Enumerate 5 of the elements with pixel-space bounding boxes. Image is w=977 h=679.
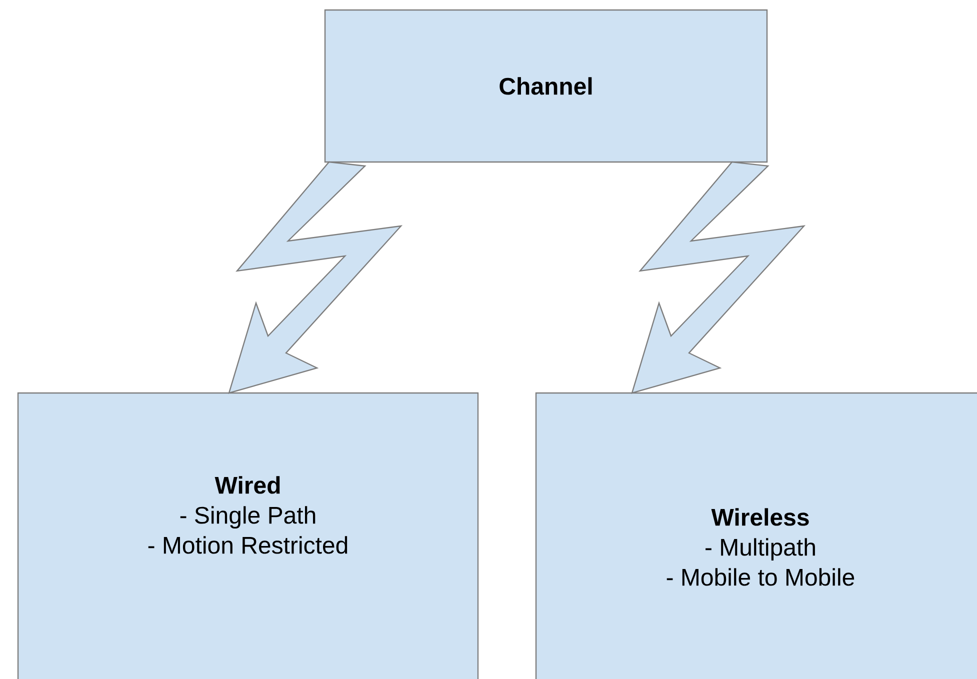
box: Wired - Single Path - Motion Restricted — [17, 392, 479, 679]
lightning-arrow — [631, 161, 806, 394]
box: Channel — [324, 9, 768, 163]
box: Wireless - Multipath - Mobile to Mobile — [535, 392, 977, 679]
lightning-arrow — [228, 161, 403, 394]
